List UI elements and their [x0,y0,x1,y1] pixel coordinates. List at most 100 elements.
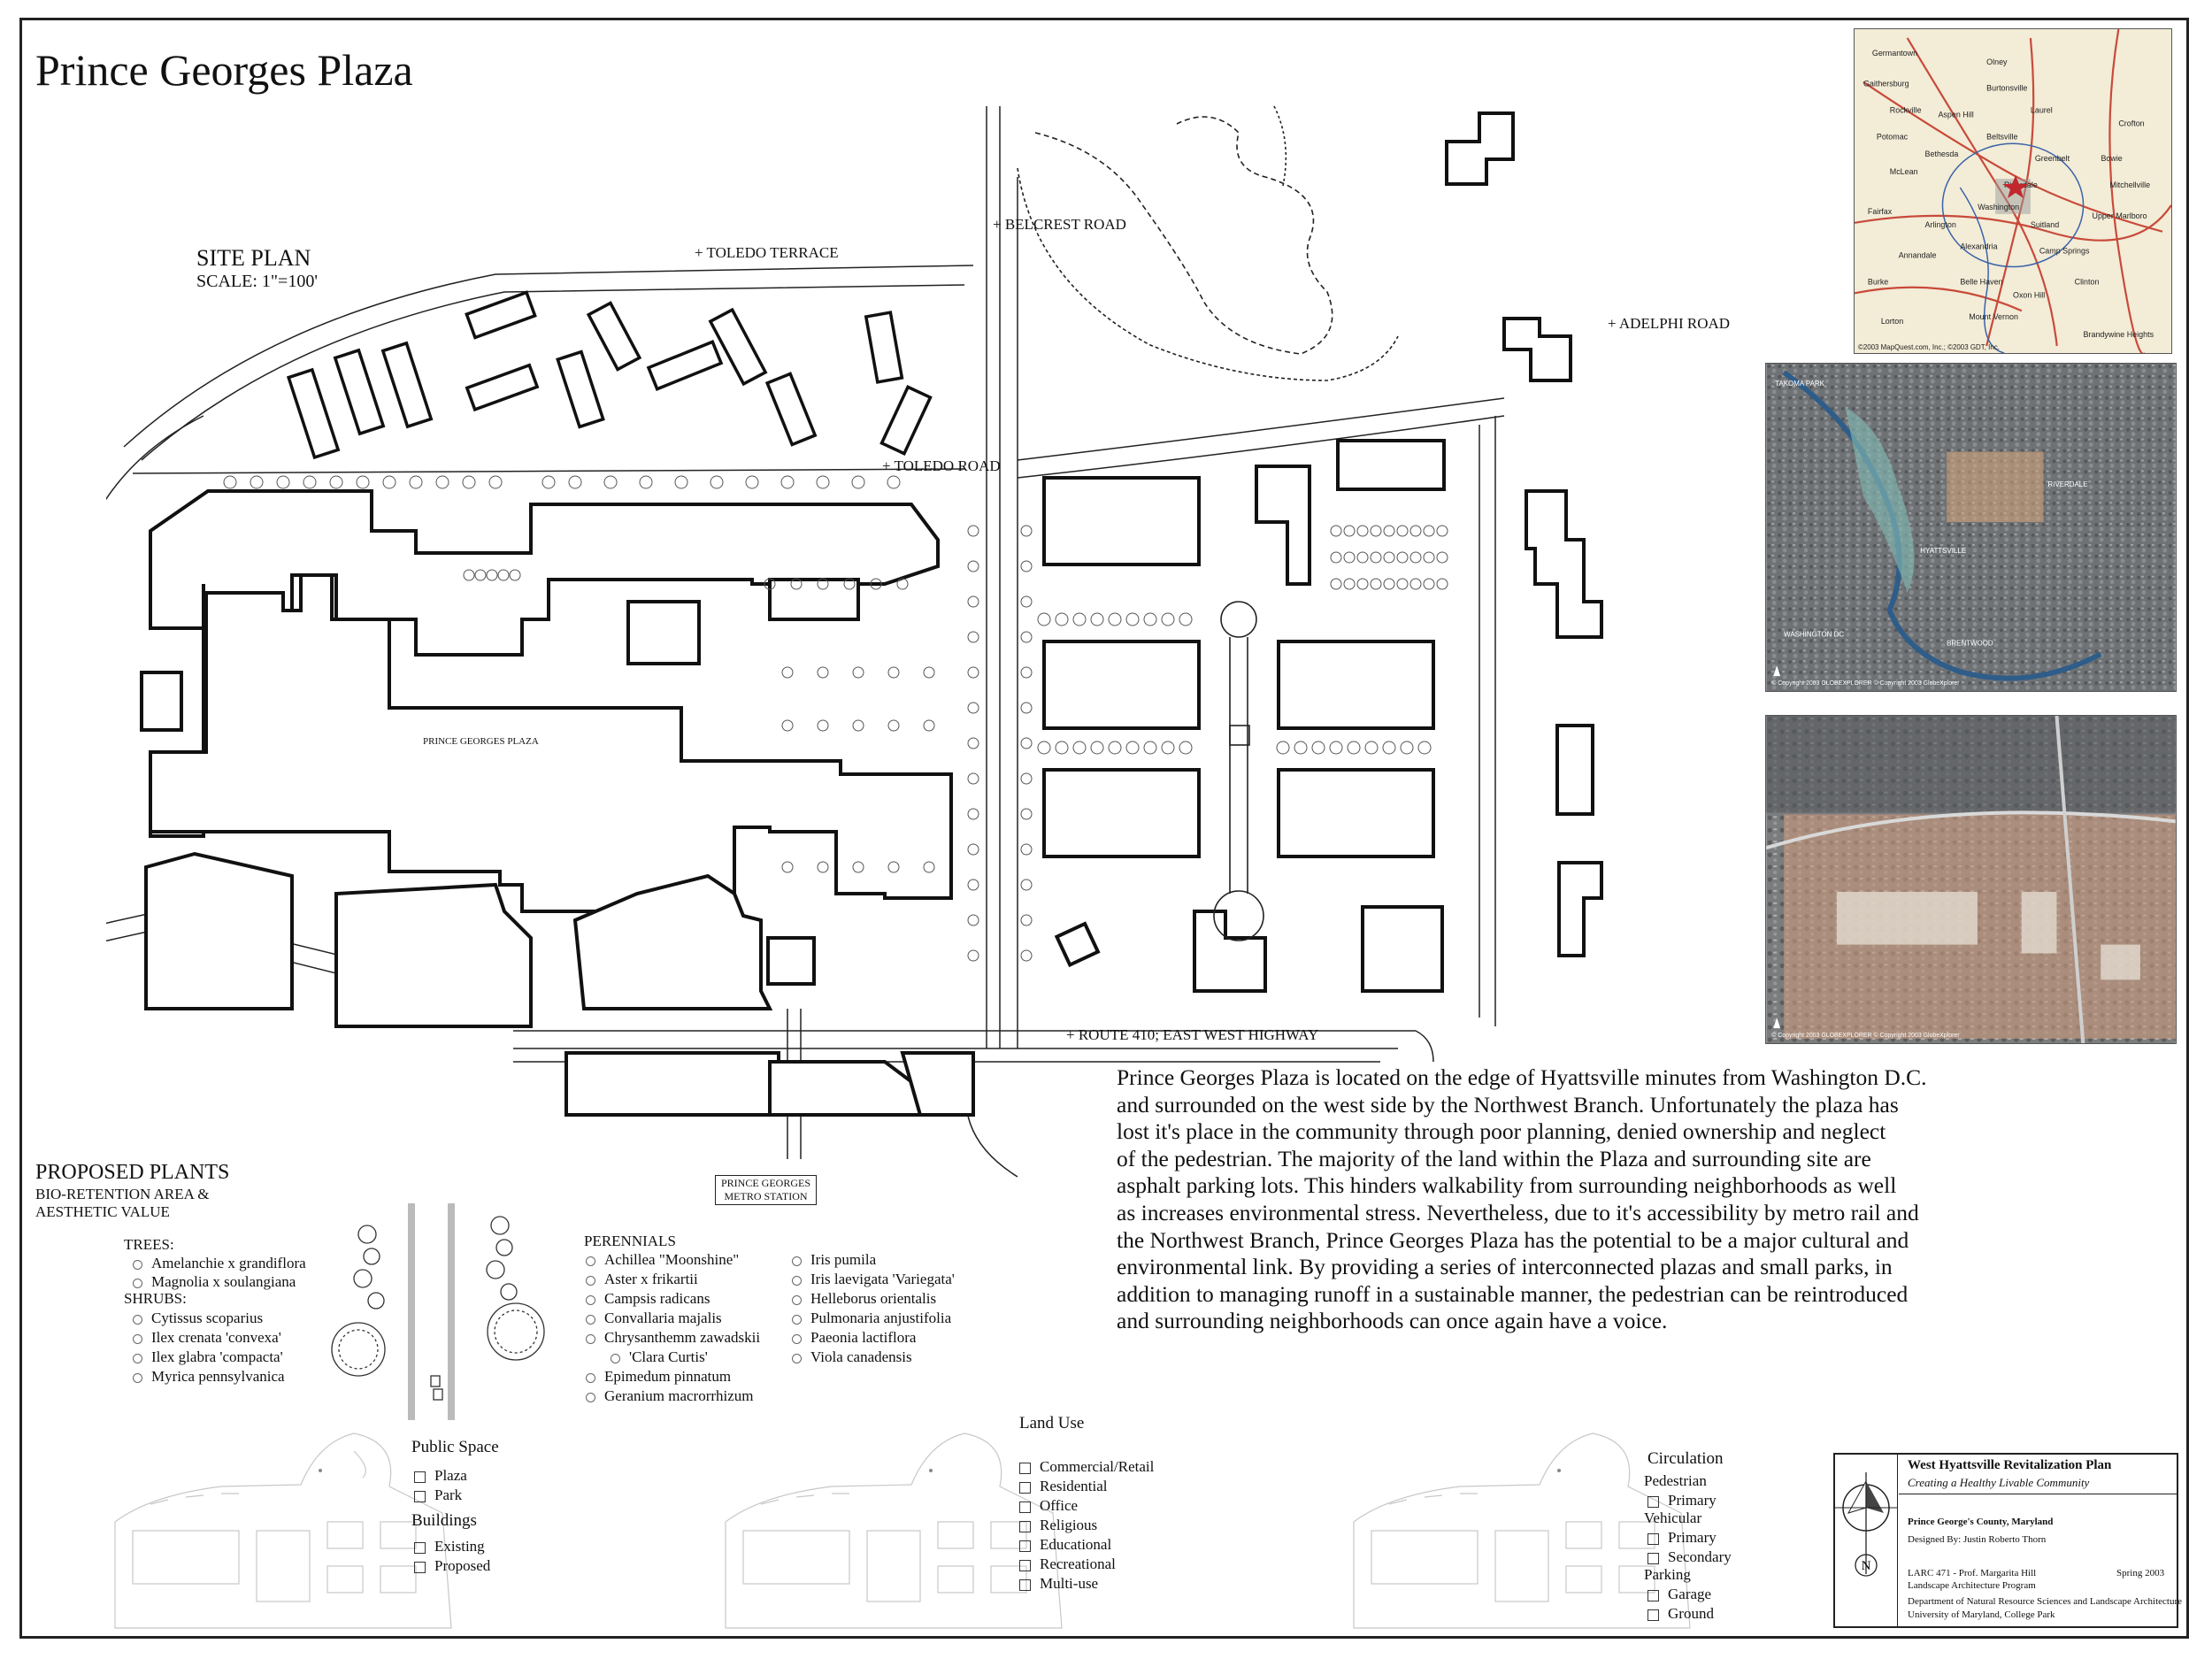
legend-swatch [1019,1462,1031,1474]
shrub-item: Cytissus scoparius [133,1310,263,1327]
trees-label: TREES: [124,1236,174,1253]
label-toledo-terrace: + TOLEDO TERRACE [695,244,839,261]
map-place: Bowie [2101,154,2122,163]
legend-item-religious: Religious [1019,1517,1097,1534]
bullet-icon [133,1353,142,1363]
bullet-icon [586,1294,595,1305]
legend-item-garage: Garage [1647,1586,1711,1603]
bullet-icon [586,1392,595,1402]
north-arrow-icon [1773,665,1781,677]
bullet-icon [586,1314,595,1325]
tb-university: University of Maryland, College Park [1908,1609,2055,1620]
mini-plan-public-space [114,1432,452,1629]
map-place: Annandale [1899,251,1937,260]
map-place: Bethesda [1925,150,1959,158]
legend-item-plaza: Plaza [414,1467,467,1485]
bullet-icon [586,1256,595,1266]
legend-circulation-title: Circulation [1647,1449,1724,1468]
shrubs-label: SHRUBS: [124,1290,187,1307]
perennial-item: Helleborus orientalis [792,1290,936,1308]
perennials-label: PERENNIALS [584,1233,676,1249]
legend-item-office: Office [1019,1497,1078,1515]
map-place: Laurel [2031,105,2053,114]
tb-term: Spring 2003 [2116,1568,2165,1578]
north-arrow-cell: N [1835,1455,1898,1626]
map-place: Camp Springs [2039,247,2090,256]
legend-swatch [1647,1609,1659,1621]
label-toledo-road: + TOLEDO ROAD [882,457,1001,474]
legend-item-ground: Ground [1647,1605,1714,1623]
title-block: N West Hyattsville Revitalization Plan C… [1833,1453,2182,1628]
north-arrow-icon [1773,1018,1781,1029]
legend-swatch [414,1471,426,1483]
legend-item-educational: Educational [1019,1536,1111,1554]
perennial-item: Chrysanthemm zawadskii [586,1329,760,1347]
aerial-label: WASHINGTON DC [1784,630,1844,638]
shrub-item: Ilex crenata 'convexa' [133,1329,281,1347]
perennial-item: Iris laevigata 'Variegata' [792,1271,955,1288]
map-place: Beltsville [1986,132,2017,141]
bullet-icon [792,1294,802,1305]
legend-item-veh-secondary: Secondary [1647,1548,1732,1566]
bullet-icon [792,1275,802,1286]
legend-item-veh-primary: Primary [1647,1529,1717,1547]
site-plan-drawing [106,105,1603,1178]
tb-program: Landscape Architecture Program [1908,1580,2036,1591]
tb-project: West Hyattsville Revitalization Plan [1908,1458,2112,1472]
legend-swatch [414,1490,426,1502]
compass-icon: N [1835,1472,1897,1577]
bullet-icon [133,1333,142,1344]
legend-item-recreational: Recreational [1019,1555,1116,1573]
mini-plan-land-use [725,1432,1063,1629]
map-place: Fairfax [1868,207,1893,216]
map-place: Oxon Hill [2013,290,2045,299]
legend-public-space-title: Public Space [411,1438,499,1456]
legend-swatch [1019,1481,1031,1494]
bullet-icon [586,1333,595,1344]
legend-swatch [1647,1495,1659,1508]
map-place: Brandywine Heights [2084,330,2154,339]
map-place: Germantown [1872,49,1917,58]
perennial-item: Campsis radicans [586,1290,710,1308]
aerial-copyright: © Copyright 2003 GLOBEXPLORER © Copyrigh… [1771,680,1960,687]
tree-item: Magnolia x soulangiana [133,1273,296,1291]
perennial-item: 'Clara Curtis' [611,1348,708,1366]
bullet-icon [792,1256,802,1266]
perennial-item: Iris pumila [792,1251,876,1269]
poster-frame [19,18,2189,1639]
legend-item-park: Park [414,1486,462,1504]
bullet-icon [133,1259,142,1270]
perennial-item: Achillea "Moonshine" [586,1251,739,1269]
legend-item-commercial: Commercial/Retail [1019,1458,1154,1476]
bullet-icon [133,1278,142,1288]
shrub-item: Myrica pennsylvanica [133,1368,285,1386]
map-place: Mount Vernon [1969,312,2018,321]
plants-subtitle: BIO-RETENTION AREA & AESTHETIC VALUE [35,1186,210,1220]
map-place: Clinton [2075,277,2100,286]
legend-item-existing: Existing [414,1538,485,1555]
map-place: Washington [1978,203,2019,211]
perennial-item: Geranium macrorrhizum [586,1387,754,1405]
bullet-icon [133,1372,142,1383]
plants-title: PROPOSED PLANTS [35,1161,230,1184]
map-place: Gaithersburg [1863,80,1909,88]
aerial-label: BRENTWOOD [1947,639,1993,647]
legend-swatch [1019,1520,1031,1532]
perennial-item: Viola canadensis [792,1348,912,1366]
aerial-label: HYATTSVILLE [1920,547,1966,555]
tb-department: Department of Natural Resource Sciences … [1908,1596,2183,1607]
map-place: Alexandria [1960,242,1997,251]
bullet-icon [586,1275,595,1286]
perennial-item: Paeonia lactiflora [792,1329,916,1347]
map-place: Rockville [1890,105,1922,114]
label-mall-name: PRINCE GEORGES PLAZA [423,736,539,747]
site-plan-title: SITE PLAN [196,245,311,271]
legend-land-use-title: Land Use [1019,1414,1085,1432]
map-place: Mitchellville [2109,180,2150,189]
aerial-copyright: © Copyright 2003 GLOBEXPLORER © Copyrigh… [1771,1032,1960,1039]
perennial-item: Epimedum pinnatum [586,1368,731,1386]
label-adelphi-road: + ADELPHI ROAD [1608,315,1731,332]
perennial-item: Pulmonaria anjustifolia [792,1310,951,1327]
map-place: Arlington [1925,220,1956,229]
